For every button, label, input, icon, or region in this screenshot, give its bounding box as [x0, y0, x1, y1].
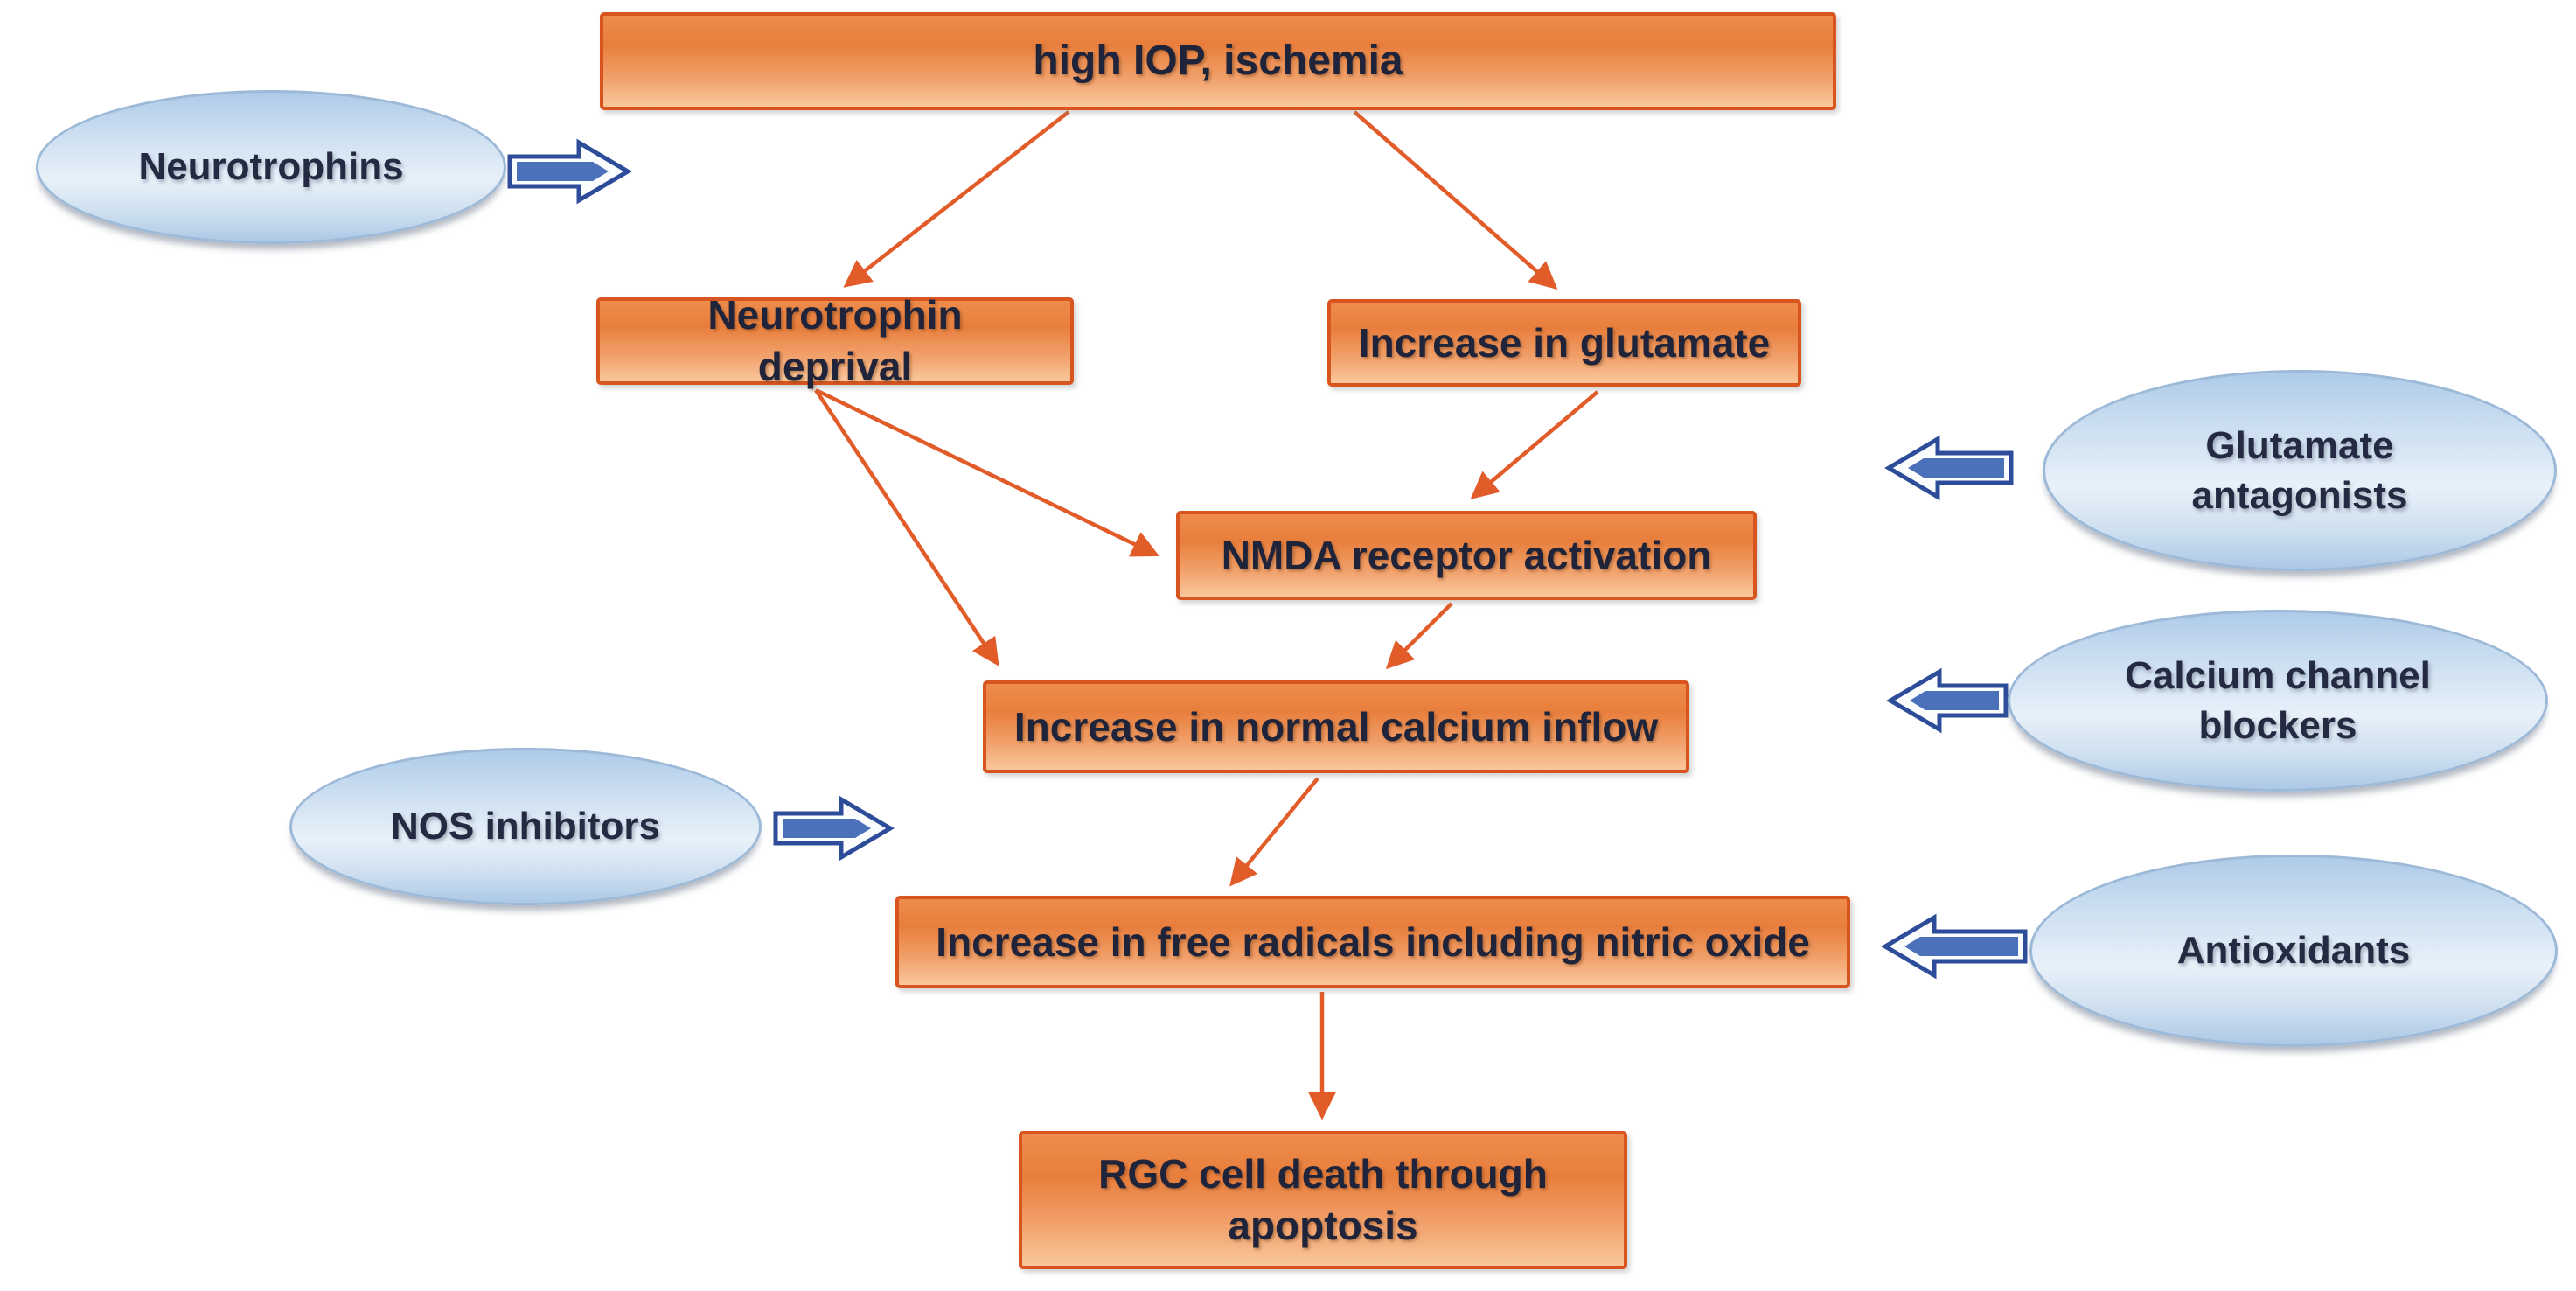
intervention-ellipse-nos-inhibitors: NOS inhibitors: [289, 748, 762, 905]
process-label-rgc-death: RGC cell death through apoptosis: [1098, 1151, 1548, 1248]
intervention-ellipse-neurotrophins: Neurotrophins: [36, 90, 506, 244]
process-box-free-radicals: Increase in free radicals including nitr…: [895, 896, 1850, 988]
process-label-nmda-activation: NMDA receptor activation: [1221, 532, 1712, 578]
intervention-label-neurotrophins: Neurotrophins: [138, 145, 404, 189]
neurotrophins-block-arrow-right-icon: [507, 138, 632, 205]
process-label-free-radicals: Increase in free radicals including nitr…: [936, 918, 1810, 965]
process-box-high-iop: high IOP, ischemia: [600, 12, 1836, 110]
edge-nmda-activation-to-calcium-inflow: [1385, 602, 1453, 670]
intervention-ellipse-calcium-channel-blockers: Calcium channel blockers: [2008, 610, 2548, 792]
process-label-calcium-inflow: Increase in normal calcium inflow: [1013, 703, 1659, 750]
intervention-label-calcium-channel-blockers: Calcium channel blockers: [2125, 653, 2431, 747]
process-label-increase-glutamate: Increase in glutamate: [1358, 319, 1771, 366]
process-label-neurotrophin-deprival: Neurotrophin deprival: [707, 292, 963, 389]
nos-inhibitors-block-arrow-right-icon: [773, 795, 895, 862]
intervention-label-glutamate-antagonists: Glutamate antagonists: [2191, 423, 2408, 517]
intervention-ellipse-glutamate-antagonists: Glutamate antagonists: [2043, 370, 2557, 571]
edge-neurotrophin-deprival-to-nmda-activation: [815, 387, 1160, 557]
edge-calcium-inflow-to-free-radicals: [1229, 777, 1319, 887]
process-box-neurotrophin-deprival: Neurotrophin deprival: [596, 292, 1074, 389]
edge-increase-glutamate-to-nmda-activation: [1470, 390, 1599, 499]
process-label-high-iop: high IOP, ischemia: [1033, 38, 1403, 85]
edge-high-iop-to-neurotrophin-deprival: [843, 110, 1070, 288]
edge-high-iop-to-increase-glutamate: [1353, 110, 1558, 290]
antioxidants-block-arrow-left-icon: [1881, 913, 2028, 980]
edge-neurotrophin-deprival-to-calcium-inflow: [814, 388, 999, 666]
process-box-increase-glutamate: Increase in glutamate: [1327, 299, 1801, 387]
glutamate-antagonists-block-arrow-left-icon: [1884, 435, 2014, 501]
intervention-label-antioxidants: Antioxidants: [2176, 929, 2411, 973]
process-box-nmda-activation: NMDA receptor activation: [1176, 511, 1757, 600]
intervention-ellipse-antioxidants: Antioxidants: [2029, 855, 2558, 1047]
intervention-label-nos-inhibitors: NOS inhibitors: [391, 805, 660, 848]
process-box-calcium-inflow: Increase in normal calcium inflow: [983, 680, 1689, 773]
process-box-rgc-death: RGC cell death through apoptosis: [1019, 1131, 1627, 1269]
calcium-channel-blockers-block-arrow-left-icon: [1886, 667, 2009, 734]
